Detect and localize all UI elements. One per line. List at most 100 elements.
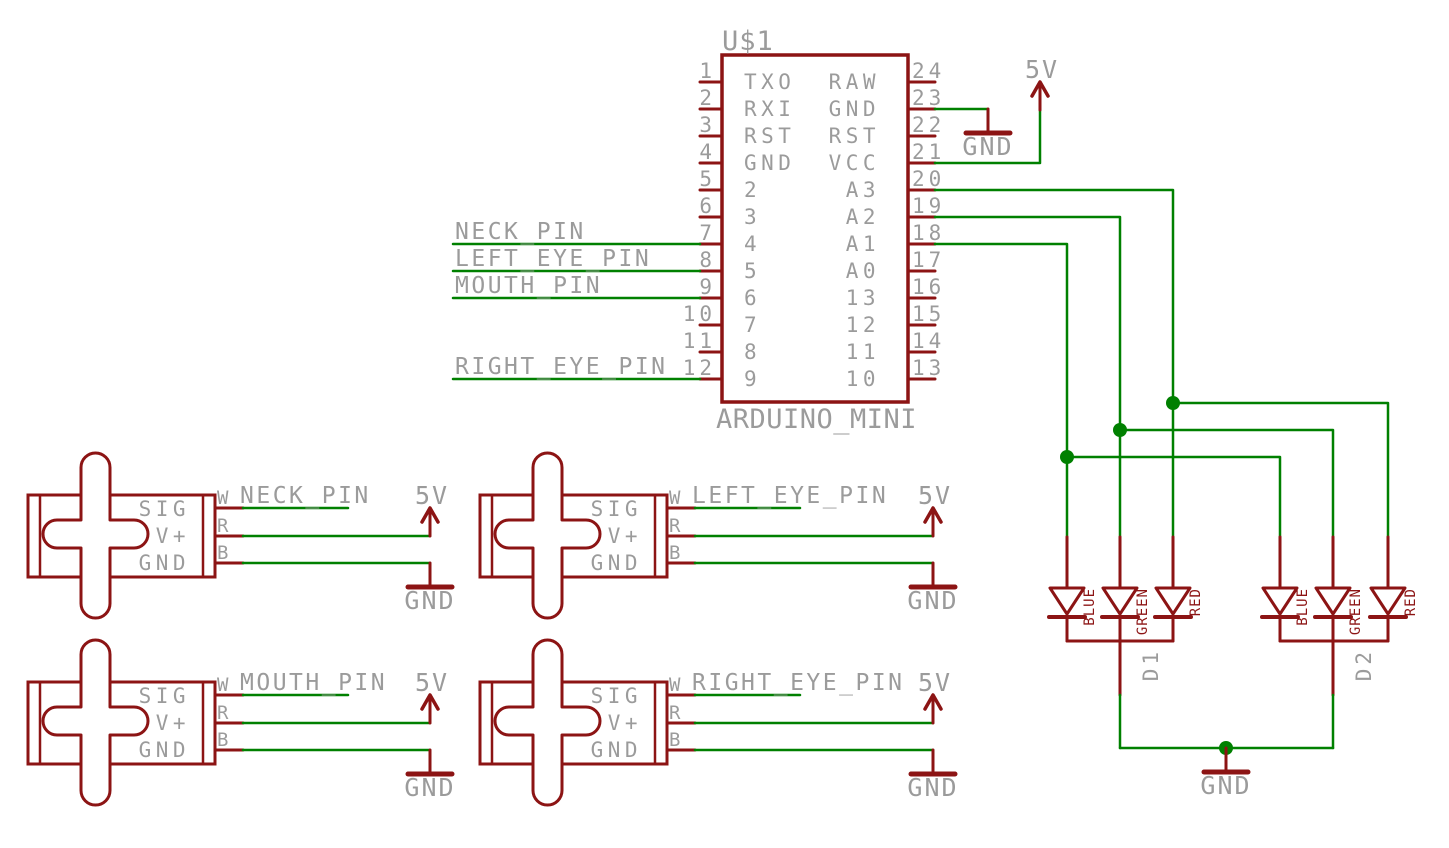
power-5v-symbol[interactable]: 5V: [1025, 55, 1059, 112]
diode-icon[interactable]: [1369, 586, 1407, 616]
wire-led-2[interactable]: [933, 215, 1122, 539]
led-d2-red[interactable]: RED: [1368, 535, 1419, 643]
gnd-label: GND: [404, 586, 455, 615]
power-5v-symbol[interactable]: 5V: [918, 668, 952, 725]
ic-pin-label: RST: [829, 124, 880, 148]
power-5v-symbol[interactable]: 5V: [415, 481, 449, 538]
gnd-symbol[interactable]: GND: [962, 107, 1013, 161]
junction-dot[interactable]: [1060, 450, 1074, 464]
gnd-symbol[interactable]: GND: [404, 561, 455, 615]
servo-pin-label: GND: [591, 551, 642, 575]
ic-pin-number: 2: [699, 86, 716, 110]
servo-wire-tag: R: [217, 515, 229, 537]
net-label-neck-pin: NECK_PIN: [455, 219, 586, 245]
ic-pin-number: 22: [912, 113, 945, 137]
ic-pin-label: 12: [846, 313, 880, 337]
wire-5v[interactable]: [933, 108, 1042, 165]
led-d1-green[interactable]: GREEN: [1100, 535, 1151, 643]
ic-pin-number: 15: [912, 302, 945, 326]
junction-dot[interactable]: [1166, 396, 1180, 410]
net-label-mouth-pin: MOUTH_PIN: [240, 670, 387, 696]
ic-pin-number: 16: [912, 275, 945, 299]
led-d2-green[interactable]: GREEN: [1313, 535, 1364, 643]
led-d1-red[interactable]: RED: [1153, 535, 1204, 643]
junction-dot[interactable]: [1113, 423, 1127, 437]
power-arrowhead-icon[interactable]: [923, 693, 943, 711]
led-d1-blue[interactable]: BLUE: [1047, 535, 1098, 643]
ic-pin-label: A1: [846, 232, 880, 256]
wire-led-1[interactable]: [933, 188, 1175, 539]
power-5v-symbol[interactable]: 5V: [918, 481, 952, 538]
diode-icon[interactable]: [1261, 586, 1299, 616]
gnd-symbol[interactable]: GND: [907, 748, 958, 802]
wire-led-3-branch[interactable]: [1065, 455, 1282, 539]
servo-pin-label: V+: [156, 711, 190, 735]
net-label-left-eye-pin: LEFT_EYE_PIN: [692, 483, 888, 509]
ic-pin-number: 3: [699, 113, 716, 137]
servo-wire-tag: W: [669, 487, 681, 509]
servo-wire-tag: R: [217, 702, 229, 724]
ic-pin-label: RXI: [744, 97, 795, 121]
gnd-symbol[interactable]: GND: [907, 561, 958, 615]
ic-pin-label: 8: [744, 340, 761, 364]
ic-pin-label: 4: [744, 232, 761, 256]
power-label: 5V: [918, 668, 952, 697]
diode-icon[interactable]: [1314, 586, 1352, 616]
gnd-symbol[interactable]: GND: [1200, 746, 1251, 800]
power-label: 5V: [415, 481, 449, 510]
ic-pin-label: 10: [846, 367, 880, 391]
ic-pin-label: 11: [846, 340, 880, 364]
servo-wire-tag: W: [217, 487, 229, 509]
power-arrowhead-icon[interactable]: [923, 506, 943, 524]
ic-body[interactable]: [720, 53, 910, 404]
servo-wire-tag: B: [217, 729, 229, 751]
power-arrowhead-icon[interactable]: [420, 693, 440, 711]
ic-pin-number: 1: [699, 59, 716, 83]
led-designator: D2: [1352, 648, 1376, 681]
ic-pin-number: 23: [912, 86, 945, 110]
led-color-label: RED: [1188, 588, 1204, 616]
power-arrowhead-icon[interactable]: [420, 506, 440, 524]
servo-pin-label: SIG: [591, 497, 642, 521]
servo-horn-icon[interactable]: [493, 638, 602, 807]
ic-pin-label: 5: [744, 259, 761, 283]
power-5v-symbol[interactable]: 5V: [415, 668, 449, 725]
power-arrowhead-icon[interactable]: [1030, 80, 1050, 98]
gnd-label: GND: [1200, 771, 1251, 800]
servo-pin-label: SIG: [139, 497, 190, 521]
ic-pin-label: A3: [846, 178, 880, 202]
servo-horn-icon[interactable]: [41, 638, 150, 807]
net-label-mouth-pin: MOUTH_PIN: [455, 273, 602, 299]
gnd-symbol[interactable]: GND: [404, 748, 455, 802]
diode-icon[interactable]: [1101, 586, 1139, 616]
wire-led-2-branch[interactable]: [1118, 428, 1335, 539]
net-label-right-eye-pin: RIGHT_EYE_PIN: [692, 670, 905, 696]
gnd-label: GND: [907, 773, 958, 802]
ic-pin-number: 18: [912, 221, 945, 245]
servo-wire-tag: R: [669, 702, 681, 724]
servo-wire-tag: W: [217, 674, 229, 696]
diode-icon[interactable]: [1048, 586, 1086, 616]
power-label: 5V: [415, 668, 449, 697]
servo-horn-icon[interactable]: [493, 451, 602, 620]
ic-pin-number: 10: [683, 302, 716, 326]
wire-led-3[interactable]: [933, 242, 1069, 539]
led-d2-blue[interactable]: BLUE: [1260, 535, 1311, 643]
wire-led-1-branch[interactable]: [1171, 401, 1390, 539]
ic-value: ARDUINO_MINI: [716, 404, 917, 435]
diode-icon[interactable]: [1154, 586, 1192, 616]
servo-wire-tag: B: [669, 542, 681, 564]
led-color-label: BLUE: [1082, 588, 1098, 626]
ic-pin-number: 20: [912, 167, 945, 191]
servo-horn-icon[interactable]: [41, 451, 150, 620]
ic-pin-number: 17: [912, 248, 945, 272]
